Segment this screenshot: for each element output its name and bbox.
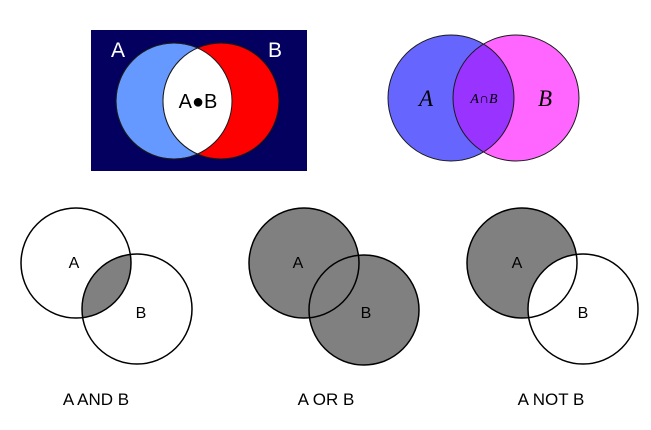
set-b-label: B	[538, 86, 552, 111]
caption-or: A OR B	[298, 390, 355, 409]
caption-and: A AND B	[63, 390, 129, 409]
set-b-circle	[309, 255, 419, 365]
venn-or-diagram: A B A OR B	[248, 207, 420, 409]
set-b-label: B	[578, 305, 589, 322]
intersection-region	[163, 43, 232, 159]
intersection-label: A∩B	[469, 92, 498, 107]
set-a-label: A	[69, 255, 80, 272]
set-a-label: A	[417, 86, 434, 111]
set-b-label: B	[268, 39, 282, 62]
venn-not-diagram: A B A NOT B	[466, 207, 639, 409]
caption-not: A NOT B	[518, 390, 585, 409]
venn-dot-product-diagram: A B A●B	[91, 30, 307, 171]
intersection-region	[453, 35, 514, 161]
set-a-label: A	[111, 39, 125, 62]
set-b-label: B	[361, 305, 372, 322]
set-a-label: A	[293, 255, 304, 272]
venn-and-diagram: A B A AND B	[20, 207, 193, 409]
set-a-label: A	[512, 255, 523, 272]
set-b-label: B	[136, 305, 147, 322]
shaded-intersection	[82, 254, 131, 318]
intersection-label: A●B	[179, 91, 218, 113]
set-b-circle	[528, 254, 638, 364]
venn-intersection-diagram: A B A∩B	[387, 34, 580, 162]
